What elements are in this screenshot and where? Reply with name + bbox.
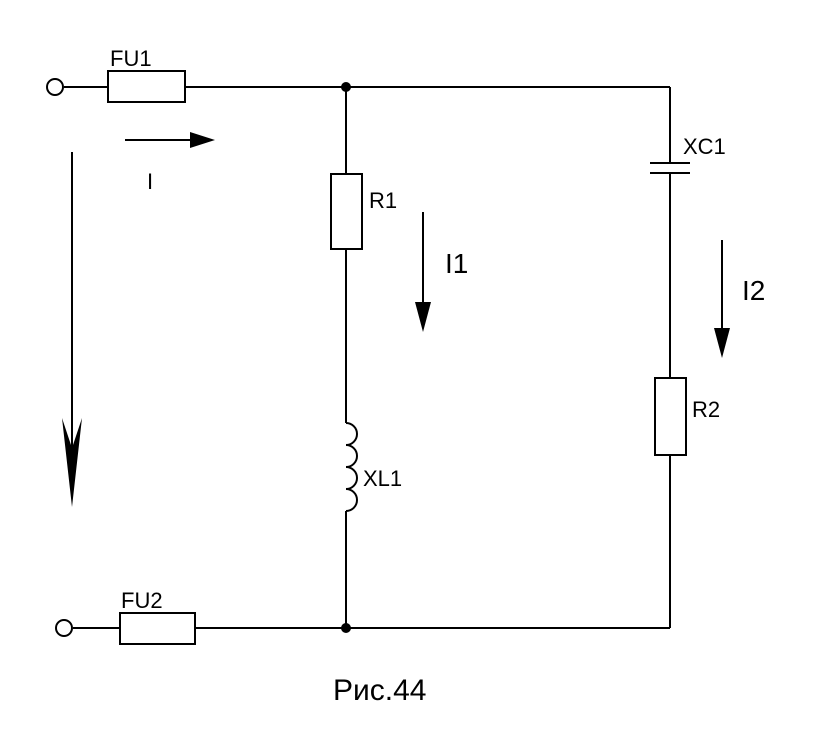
branch-2 (650, 87, 690, 628)
arrow-i (125, 132, 215, 148)
branch-1 (330, 87, 363, 628)
capacitor-xc1 (650, 162, 690, 174)
label-current-i: I (147, 169, 153, 194)
resistor-r1 (330, 173, 363, 250)
label-r2: R2 (692, 397, 720, 422)
label-fu2: FU2 (121, 588, 163, 613)
label-xl1: XL1 (363, 466, 402, 491)
label-r1: R1 (369, 188, 397, 213)
arrow-i1 (415, 212, 431, 332)
fuse-fu2 (119, 612, 196, 645)
label-current-i1: I1 (445, 248, 468, 279)
arrow-voltage (62, 152, 82, 507)
terminal-top (46, 78, 64, 96)
figure-caption: Рис.44 (333, 674, 426, 707)
terminal-bottom (55, 619, 73, 637)
label-xc1: XC1 (683, 134, 726, 159)
fuse-fu1 (107, 70, 186, 103)
inductor-xl1 (345, 422, 358, 512)
arrow-i2 (714, 240, 730, 358)
resistor-r2 (654, 377, 687, 456)
label-current-i2: I2 (742, 275, 765, 306)
label-fu1: FU1 (110, 46, 152, 71)
